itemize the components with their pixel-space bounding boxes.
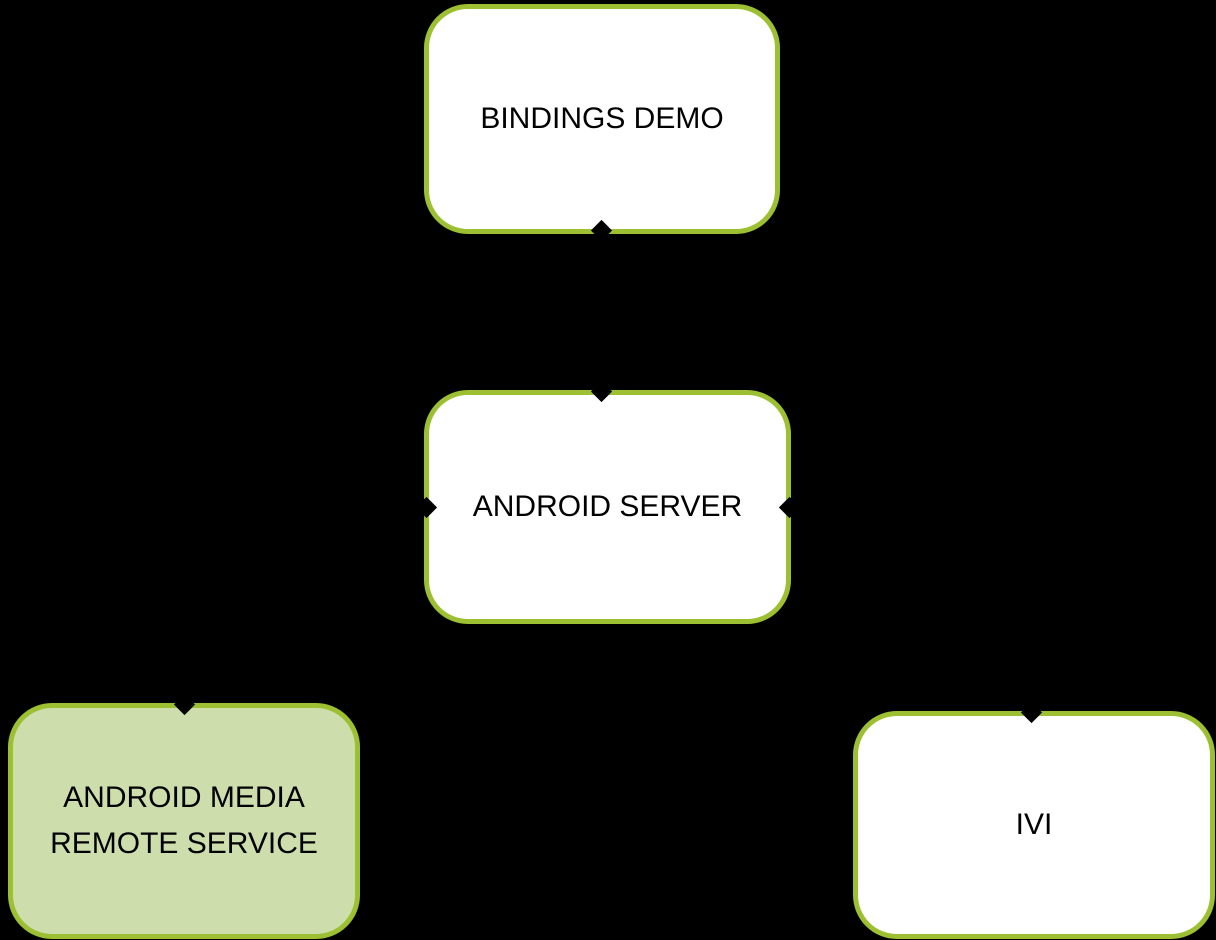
node-android-server: ANDROID SERVER (424, 390, 791, 624)
node-android-media-remote-service-label: ANDROID MEDIA REMOTE SERVICE (50, 781, 318, 860)
node-bindings-demo: BINDINGS DEMO (424, 4, 780, 234)
node-android-media-remote-service: ANDROID MEDIA REMOTE SERVICE (8, 703, 360, 939)
node-bindings-demo-label: BINDINGS DEMO (480, 102, 724, 135)
node-ivi: IVI (853, 711, 1215, 939)
node-ivi-label: IVI (1015, 808, 1053, 841)
node-android-server-label: ANDROID SERVER (472, 490, 743, 523)
